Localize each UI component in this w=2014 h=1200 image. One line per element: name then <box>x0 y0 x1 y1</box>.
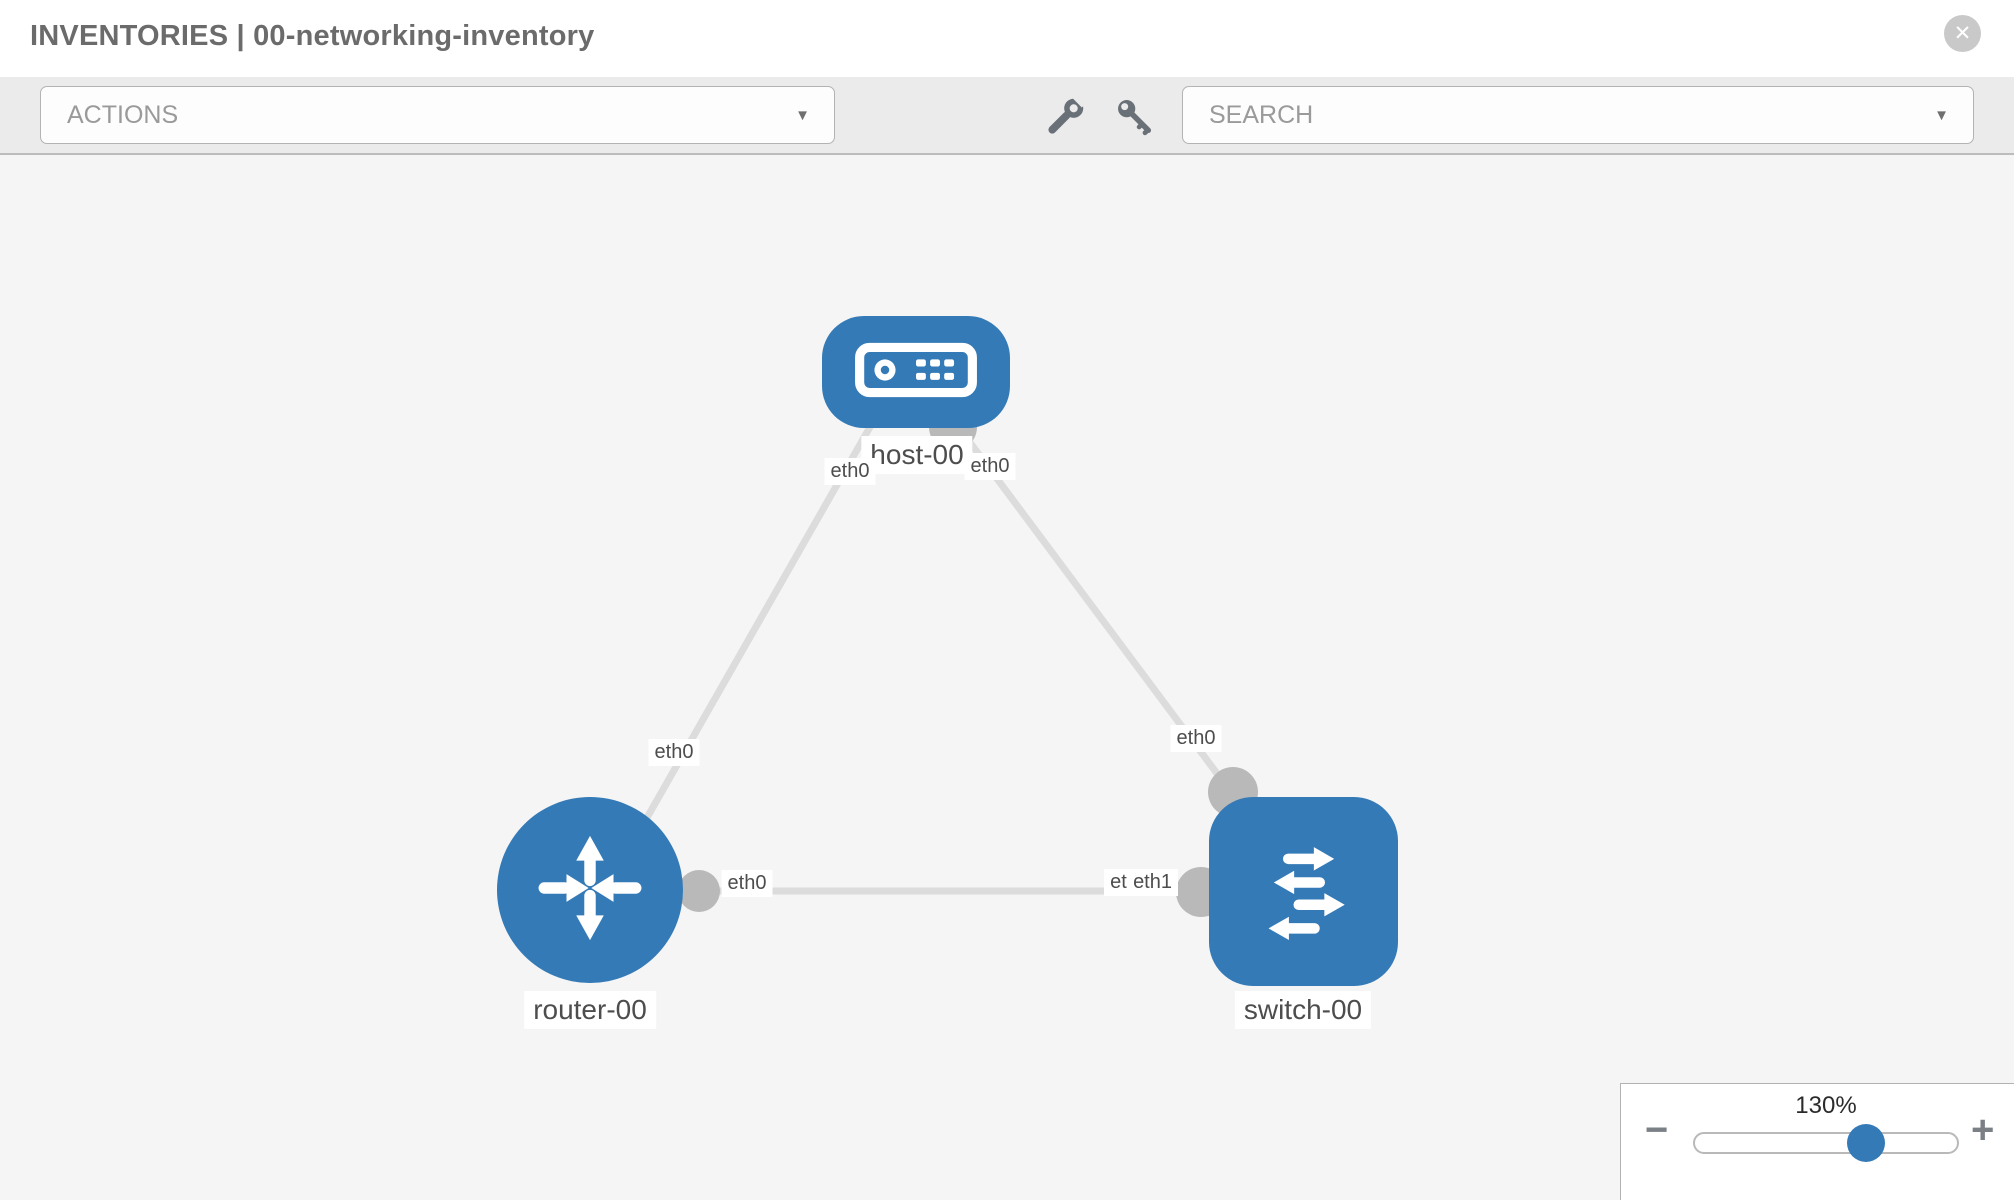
node-label-switch: switch-00 <box>1234 991 1372 1029</box>
node-router-00[interactable] <box>497 797 683 983</box>
header-bar: INVENTORIES | 00-networking-inventory ✕ <box>0 0 2014 77</box>
topology-canvas[interactable]: host-00 router-00 switch-00 eth0 eth0 et… <box>0 155 2014 1200</box>
interface-label-overlap-group: eth0 eth1 <box>1104 869 1178 896</box>
node-label-host: host-00 <box>861 436 973 474</box>
interface-label-router-eth0: eth0 <box>648 739 700 766</box>
topology-links-layer <box>596 403 1258 917</box>
interface-label-switch-eth1: eth1 <box>1127 869 1178 896</box>
interface-label-switch-eth0: eth0 <box>1170 725 1222 752</box>
actions-dropdown[interactable]: ACTIONS ▼ <box>40 86 835 144</box>
zoom-out-button[interactable]: − <box>1645 1108 1669 1152</box>
port-router <box>678 870 720 912</box>
zoom-panel: 130% − + <box>1620 1083 2014 1200</box>
interface-label-router-link-eth0: eth0 <box>721 870 773 897</box>
chevron-down-icon: ▼ <box>795 106 810 124</box>
close-icon[interactable]: ✕ <box>1944 15 1981 52</box>
interface-label-host-eth0-left: eth0 <box>824 458 876 485</box>
actions-dropdown-label: ACTIONS <box>67 100 179 129</box>
zoom-slider-track[interactable] <box>1693 1124 1959 1162</box>
page-title: INVENTORIES | 00-networking-inventory <box>30 20 595 52</box>
node-label-router: router-00 <box>524 991 656 1029</box>
switch-icon <box>1241 826 1367 957</box>
close-glyph: ✕ <box>1953 22 1972 45</box>
wrench-icon[interactable] <box>1044 91 1089 143</box>
router-icon <box>529 827 651 954</box>
toolbar: ACTIONS ▼ SEARCH ▼ <box>0 77 2014 155</box>
chevron-down-icon: ▼ <box>1934 106 1949 124</box>
search-dropdown[interactable]: SEARCH ▼ <box>1182 86 1974 144</box>
host-icon <box>854 339 978 406</box>
node-switch-00[interactable] <box>1209 797 1398 986</box>
zoom-level-value: 130% <box>1795 1092 1857 1119</box>
zoom-in-button[interactable]: + <box>1971 1108 1995 1152</box>
zoom-slider-handle[interactable] <box>1847 1124 1885 1162</box>
interface-label-host-eth0-right: eth0 <box>964 453 1016 480</box>
node-host-00[interactable] <box>822 316 1010 428</box>
search-placeholder: SEARCH <box>1209 100 1314 129</box>
key-icon[interactable] <box>1112 94 1156 143</box>
